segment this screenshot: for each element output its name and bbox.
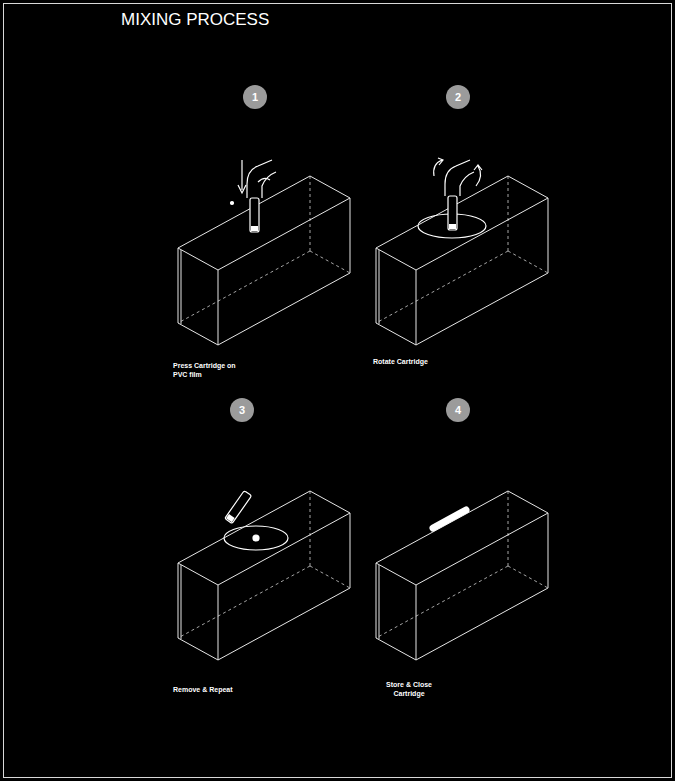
step-circle: 1 — [243, 85, 267, 109]
step-circle: 3 — [230, 398, 254, 422]
rotate-cartridge — [418, 158, 486, 238]
box-outline — [178, 491, 350, 660]
box-outline — [376, 176, 548, 345]
step-number: 1 — [252, 91, 258, 103]
press-cartridge — [231, 160, 277, 232]
step-number: 3 — [239, 404, 245, 416]
title: MIXING PROCESS — [121, 10, 269, 30]
box-outline — [178, 176, 350, 345]
frame — [4, 4, 672, 778]
step-circle: 4 — [446, 398, 470, 422]
step-caption: Rotate Cartridge — [373, 357, 453, 366]
step-number: 4 — [455, 404, 461, 416]
box-outline — [376, 491, 548, 660]
step-caption: Remove & Repeat — [173, 685, 253, 694]
step-circle: 2 — [446, 85, 470, 109]
step-caption: Store & Close Cartridge — [381, 680, 437, 698]
remove-cartridge — [224, 491, 288, 550]
stored-cartridge — [433, 510, 466, 528]
step-number: 2 — [455, 91, 461, 103]
step-caption: Press Cartridge on PVC film — [173, 361, 245, 379]
